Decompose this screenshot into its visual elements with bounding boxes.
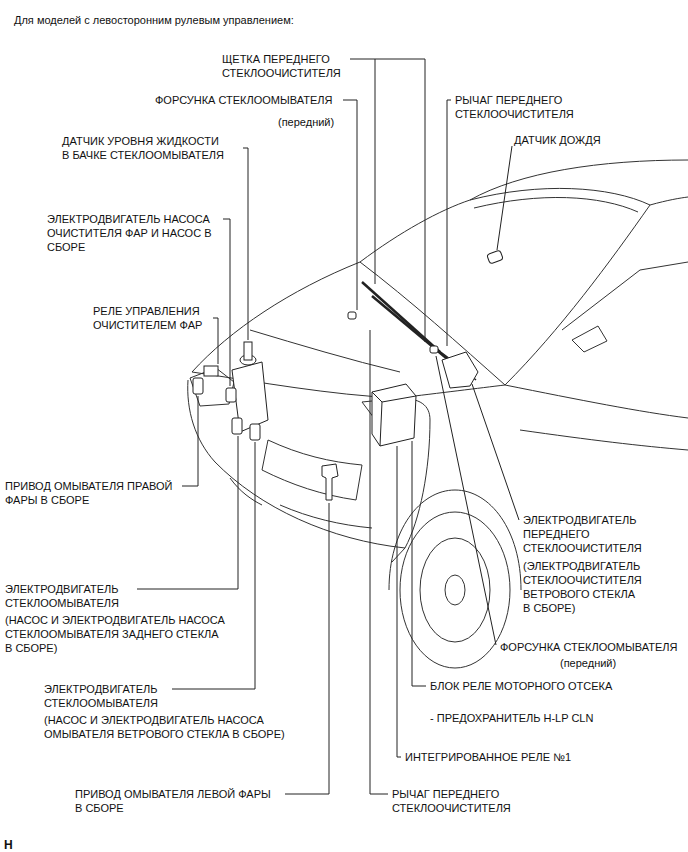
leader-lines-part (436, 356, 496, 645)
car-body-part (562, 262, 688, 330)
system-parts-part (244, 342, 252, 360)
car-body-part (505, 385, 688, 418)
part-label: РЫЧАГ ПЕРЕДНЕГО СТЕКЛООЧИСТИТЕЛЯ (455, 93, 576, 121)
part-label: (передний) (560, 656, 616, 670)
system-parts-part (226, 388, 236, 402)
leader-lines-part (182, 396, 198, 486)
car-body-part (280, 505, 372, 528)
car-body-part (262, 440, 362, 500)
leader-lines-part (412, 441, 426, 686)
part-label: ФОРСУНКА СТЕКЛООМЫВАТЕЛЯ (500, 640, 677, 654)
system-parts-part (372, 384, 416, 446)
leader-lines-part (370, 330, 388, 794)
car-body-part (520, 430, 688, 450)
part-label: (НАСОС И ЭЛЕКТРОДВИГАТЕЛЬ НАСОСА СТЕКЛОО… (5, 613, 227, 655)
leader-lines-part (350, 59, 425, 342)
system-parts-part (204, 366, 218, 376)
leader-lines-part (397, 446, 401, 757)
system-parts-part (487, 250, 504, 264)
leader-lines-part (243, 148, 248, 340)
leader-lines-part (223, 219, 230, 386)
system-parts-part (372, 392, 416, 446)
car-body-part (420, 538, 490, 642)
part-label: ЭЛЕКТРОДВИГАТЕЛЬ СТЕКЛООМЫВАТЕЛЯ (44, 682, 160, 710)
car-body-part (400, 512, 510, 668)
car-body-part (470, 160, 688, 200)
part-label: ФОРСУНКА СТЕКЛООМЫВАТЕЛЯ (155, 93, 332, 107)
part-label: ДАТЧИК ДОЖДЯ (514, 133, 601, 147)
car-body-part (474, 197, 638, 212)
part-label: ЭЛЕКТРОДВИГАТЕЛЬ НАСОСА ОЧИСТИТЕЛЯ ФАР И… (47, 212, 212, 254)
car-body (188, 160, 688, 668)
leader-lines-part (497, 146, 512, 250)
car-body-part (250, 330, 400, 372)
leader-lines-part (213, 318, 218, 364)
part-label: (передний) (278, 115, 334, 129)
part-label: ПРИВОД ОМЫВАТЕЛЯ ЛЕВОЙ ФАРЫ В СБОРЕ (75, 787, 273, 815)
car-body-part (572, 326, 607, 352)
system-parts-part (193, 378, 203, 394)
leader-lines-part (137, 436, 238, 589)
part-label: ПРИВОД ОМЫВАТЕЛЯ ПРАВОЙ ФАРЫ В СБОРЕ (5, 479, 175, 507)
car-body-part (230, 478, 262, 505)
car-body-part (360, 262, 505, 385)
diagram-title: Для моделей с левосторонним рулевым упра… (14, 13, 294, 27)
part-label: БЛОК РЕЛЕ МОТОРНОГО ОТСЕКА (430, 679, 612, 693)
leader-lines-part (285, 503, 329, 794)
part-label: (ЭЛЕКТРОДВИГАТЕЛЬ СТЕКЛООЧИСТИТЕЛЯ ВЕТРО… (523, 559, 644, 615)
system-parts (193, 250, 503, 500)
system-parts-part (322, 464, 338, 500)
part-label: - ПРЕДОХРАНИТЕЛЬ H-LP CLN (430, 711, 593, 725)
part-label: (НАСОС И ЭЛЕКТРОДВИГАТЕЛЬ НАСОСА ОМЫВАТЕ… (44, 713, 287, 741)
part-label: ЭЛЕКТРОДВИГАТЕЛЬ ПЕРЕДНЕГО СТЕКЛООЧИСТИТ… (523, 513, 644, 555)
system-parts-part (250, 424, 260, 440)
part-label: РЕЛЕ УПРАВЛЕНИЯ ОЧИСТИТЕЛЕМ ФАР (93, 304, 205, 332)
system-parts-part (232, 418, 242, 434)
car-body-part (192, 262, 360, 372)
system-parts-part (348, 312, 356, 319)
figure-code: H (4, 838, 13, 852)
part-label: РЫЧАГ ПЕРЕДНЕГО СТЕКЛООЧИСТИТЕЛЯ (392, 787, 513, 815)
leader-lines-part (343, 100, 357, 310)
part-label: ИНТЕГРИРОВАННОЕ РЕЛЕ №1 (405, 750, 571, 764)
car-body-part (650, 197, 688, 205)
leader-lines-part (472, 384, 519, 520)
part-label: ДАТЧИК УРОВНЯ ЖИДКОСТИ В БАЧКЕ СТЕКЛООМЫ… (62, 134, 226, 162)
system-parts-part (442, 352, 478, 388)
part-label: ЭЛЕКТРОДВИГАТЕЛЬ СТЕКЛООМЫВАТЕЛЯ (5, 582, 121, 610)
part-label: ЩЕТКА ПЕРЕДНЕГО СТЕКЛООЧИСТИТЕЛЯ (222, 52, 343, 80)
system-parts-part (430, 346, 438, 353)
leader-lines-part (172, 442, 255, 689)
car-body-part (445, 575, 465, 605)
car-body-part (360, 188, 650, 385)
leader-lines-part (447, 100, 451, 346)
